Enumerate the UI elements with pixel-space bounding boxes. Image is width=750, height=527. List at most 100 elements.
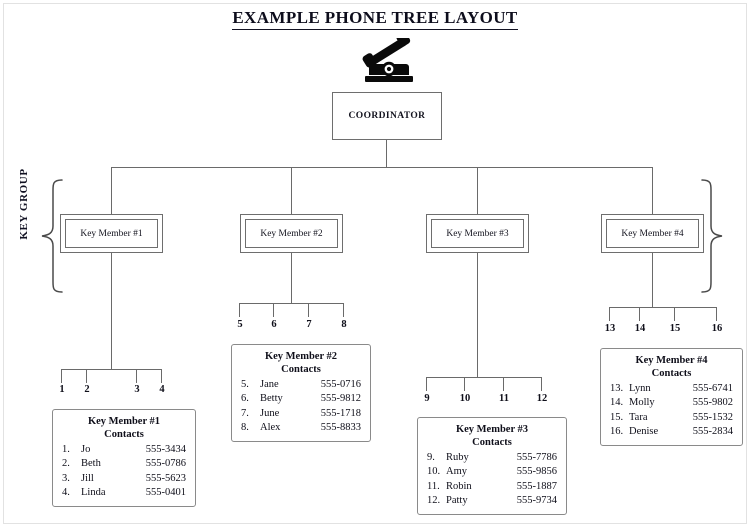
- comb-number-3-3: 11: [499, 393, 509, 404]
- contacts-table-3: 9. Ruby 555-7786 10. Amy 555-9856 11. Ro…: [427, 451, 557, 508]
- contact-row: 7. June 555-1718: [241, 406, 361, 420]
- comb-number-1-1: 1: [59, 384, 65, 395]
- comb-tick-3-4: [541, 377, 543, 391]
- contact-phone: 555-3434: [145, 444, 186, 456]
- contact-num: 6.: [241, 393, 249, 405]
- contact-name: Beth: [81, 458, 101, 470]
- contact-name: Lynn: [629, 383, 651, 395]
- key-group-bus-line: [111, 167, 653, 169]
- contact-phone: 555-0786: [145, 458, 186, 470]
- contacts-box-3: Key Member #3 Contacts 9. Ruby 555-7786 …: [417, 417, 567, 516]
- contacts-header-2: Key Member #2 Contacts: [241, 351, 361, 377]
- contact-num: 2.: [62, 458, 70, 470]
- comb-number-1-4: 4: [159, 384, 165, 395]
- contact-name: Betty: [260, 393, 283, 405]
- contact-phone: 555-9856: [516, 466, 557, 478]
- contact-row: 4. Linda 555-0401: [62, 485, 186, 499]
- key-member-label-3: Key Member #3: [431, 219, 524, 248]
- comb-tick-4-1: [609, 307, 611, 321]
- contact-row: 13. Lynn 555-6741: [610, 382, 733, 396]
- comb-tick-3-1: [426, 377, 428, 391]
- contact-phone: 555-9734: [516, 494, 557, 506]
- contacts-table-2: 5. Jane 555-0716 6. Betty 555-9812 7. Ju…: [241, 378, 361, 435]
- stem-line-3: [477, 253, 479, 378]
- contacts-header-3: Key Member #3 Contacts: [427, 424, 557, 450]
- stem-line-2: [291, 253, 293, 303]
- comb-number-1-2: 2: [84, 384, 90, 395]
- comb-bar-4: [609, 307, 716, 309]
- contact-name: Molly: [629, 397, 655, 409]
- key-member-box-4[interactable]: Key Member #4: [601, 214, 704, 253]
- comb-number-2-3: 7: [306, 319, 312, 330]
- contact-phone: 555-9802: [692, 397, 733, 409]
- contact-phone: 555-6741: [692, 383, 733, 395]
- contact-row: 12. Patty 555-9734: [427, 493, 557, 507]
- drop-line-key-member-3: [477, 167, 479, 214]
- comb-number-4-4: 16: [711, 323, 723, 334]
- key-group-brace-left: [36, 178, 64, 299]
- contact-row: 9. Ruby 555-7786: [427, 451, 557, 465]
- comb-tick-2-2: [273, 303, 275, 317]
- comb-number-4-3: 15: [669, 323, 681, 334]
- contacts-title-1: Key Member #1: [87, 416, 161, 427]
- contact-name: Denise: [629, 425, 659, 437]
- comb-tick-2-1: [239, 303, 241, 317]
- comb-tick-1-4: [161, 369, 163, 383]
- drop-line-key-member-4: [652, 167, 654, 214]
- contacts-subtitle-4: Contacts: [651, 367, 692, 379]
- comb-tick-4-4: [716, 307, 718, 321]
- contact-phone: 555-2834: [692, 425, 733, 437]
- contacts-title-3: Key Member #3: [455, 424, 529, 435]
- comb-tick-1-2: [86, 369, 88, 383]
- contacts-table-4: 13. Lynn 555-6741 14. Molly 555-9802 15.…: [610, 382, 733, 439]
- comb-bar-3: [426, 377, 542, 379]
- contact-num: 7.: [241, 407, 249, 419]
- contact-name: June: [260, 407, 280, 419]
- desk-phone-icon: [358, 32, 420, 84]
- contact-num: 9.: [427, 452, 435, 464]
- contact-row: 16. Denise 555-2834: [610, 424, 733, 438]
- contact-phone: 555-1532: [692, 411, 733, 423]
- contact-num: 11.: [427, 480, 440, 492]
- comb-number-3-4: 12: [536, 393, 548, 404]
- contact-num: 1.: [62, 444, 70, 456]
- drop-line-key-member-2: [291, 167, 293, 214]
- contact-phone: 555-7786: [516, 452, 557, 464]
- contact-num: 5.: [241, 379, 249, 391]
- key-member-box-1[interactable]: Key Member #1: [60, 214, 163, 253]
- contact-num: 10.: [427, 466, 441, 478]
- contact-row: 10. Amy 555-9856: [427, 465, 557, 479]
- contact-name: Alex: [260, 421, 281, 433]
- key-member-label-2: Key Member #2: [245, 219, 338, 248]
- comb-number-4-2: 14: [634, 323, 646, 334]
- contact-row: 6. Betty 555-9812: [241, 392, 361, 406]
- key-member-box-3[interactable]: Key Member #3: [426, 214, 529, 253]
- comb-tick-3-3: [503, 377, 505, 391]
- contacts-subtitle-1: Contacts: [104, 428, 144, 440]
- contacts-box-2: Key Member #2 Contacts 5. Jane 555-0716 …: [231, 344, 371, 443]
- key-group-brace-right: [700, 178, 728, 299]
- key-member-box-2[interactable]: Key Member #2: [240, 214, 343, 253]
- contacts-header-1: Key Member #1 Contacts: [62, 416, 186, 442]
- contact-row: 15. Tara 555-1532: [610, 410, 733, 424]
- key-member-label-1: Key Member #1: [65, 219, 158, 248]
- contact-row: 3. Jill 555-5623: [62, 471, 186, 485]
- stem-line-4: [652, 253, 654, 307]
- key-group-label: KEY GROUP: [18, 168, 30, 240]
- contact-num: 13.: [610, 383, 624, 395]
- contact-name: Patty: [446, 494, 468, 506]
- contacts-subtitle-3: Contacts: [472, 436, 512, 448]
- comb-number-4-1: 13: [604, 323, 616, 334]
- contact-name: Linda: [81, 486, 106, 498]
- comb-number-1-3: 3: [134, 384, 140, 395]
- comb-tick-4-3: [674, 307, 676, 321]
- contact-phone: 555-0716: [320, 379, 361, 391]
- comb-tick-4-2: [639, 307, 641, 321]
- contact-num: 15.: [610, 411, 624, 423]
- comb-bar-1: [61, 369, 162, 371]
- contact-name: Ruby: [446, 452, 469, 464]
- contacts-header-4: Key Member #4 Contacts: [610, 355, 733, 381]
- contact-name: Tara: [629, 411, 648, 423]
- contact-phone: 555-8833: [320, 421, 361, 433]
